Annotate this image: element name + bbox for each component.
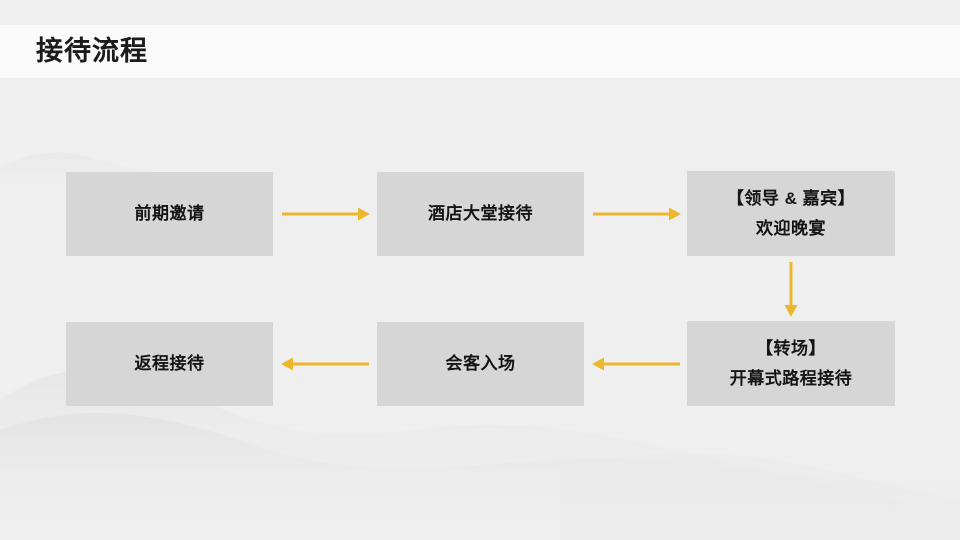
flow-node-label: 【转场】 开幕式路程接待 [730, 334, 853, 394]
flow-node-label-line: 开幕式路程接待 [729, 368, 853, 388]
flow-node-label: 返程接待 [135, 349, 205, 379]
flow-node-label: 【领导 & 嘉宾】 欢迎晚宴 [727, 184, 855, 244]
flow-node-label-line: 前期邀请 [134, 204, 205, 223]
flow-node-label-line: 返程接待 [134, 354, 205, 373]
arrow-left-icon-node5-to-node6 [281, 357, 369, 371]
arrow-right-icon-node2-to-node3 [593, 207, 681, 221]
flow-node-guest-entry[interactable]: 会客入场 [377, 322, 584, 406]
flow-node-label-line: 【领导 & 嘉宾】 [726, 188, 856, 208]
page-title: 接待流程 [36, 36, 148, 66]
arrow-down-icon-node3-to-node4 [784, 262, 798, 317]
flow-node-welcome-dinner[interactable]: 【领导 & 嘉宾】 欢迎晚宴 [687, 171, 895, 256]
arrow-right-icon-node1-to-node2 [282, 207, 370, 221]
flow-node-return-reception[interactable]: 返程接待 [66, 322, 273, 406]
flow-node-label-line: 【转场】 [756, 338, 826, 358]
flow-node-label: 酒店大堂接待 [428, 199, 533, 229]
flow-node-label: 前期邀请 [135, 199, 205, 229]
flow-node-label-line: 欢迎晚宴 [755, 218, 826, 238]
arrow-left-icon-node4-to-node5 [592, 357, 680, 371]
flow-node-hotel-lobby-reception[interactable]: 酒店大堂接待 [377, 172, 584, 256]
header-band [0, 25, 960, 78]
flow-node-label-line: 会客入场 [445, 354, 516, 373]
flow-node-pre-invitation[interactable]: 前期邀请 [66, 172, 273, 256]
flow-node-label: 会客入场 [446, 349, 516, 379]
flow-node-label-line: 酒店大堂接待 [428, 204, 533, 223]
flow-node-opening-ceremony-transfer[interactable]: 【转场】 开幕式路程接待 [687, 321, 895, 406]
